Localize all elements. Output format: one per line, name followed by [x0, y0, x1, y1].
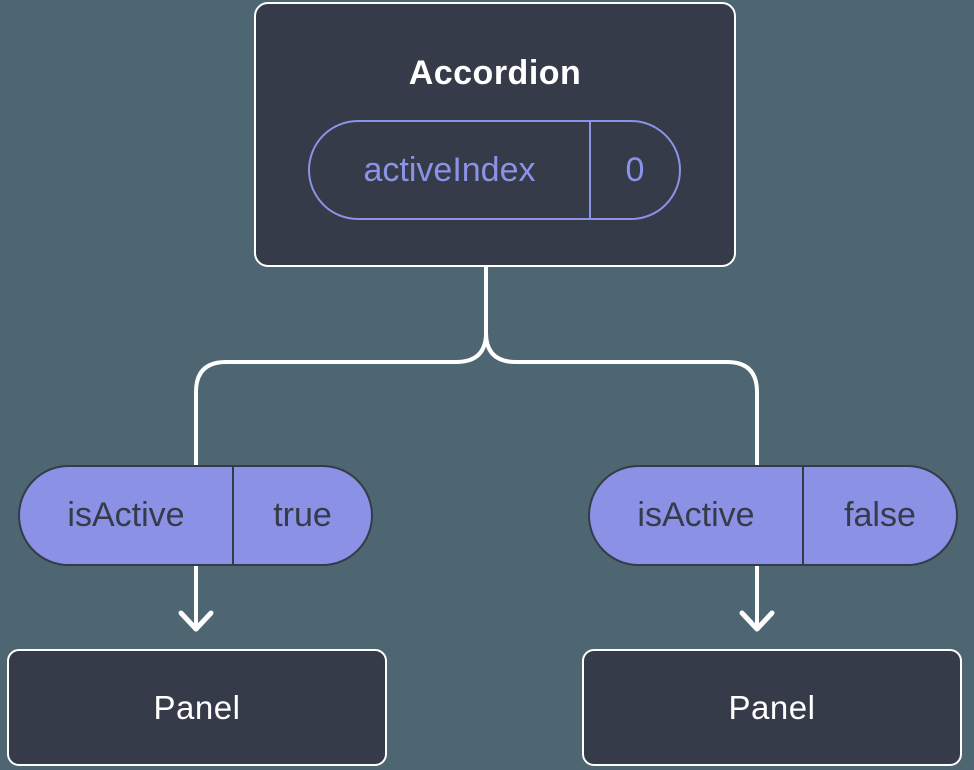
arrowhead-right-icon	[739, 610, 775, 632]
prop-value: true	[273, 496, 332, 534]
prop-key: isActive	[637, 496, 755, 534]
prop-pill-right: isActive false	[588, 465, 958, 566]
component-label: Panel	[153, 688, 241, 726]
component-label: Accordion	[408, 54, 582, 92]
component-label: Panel	[728, 688, 816, 726]
branch-line-left	[194, 258, 488, 472]
prop-key: isActive	[67, 496, 185, 534]
state-key: activeIndex	[363, 150, 536, 189]
panel-component-node-right: Panel	[582, 649, 962, 766]
accordion-component-node: Accordion activeIndex 0	[254, 2, 736, 267]
state-value: 0	[625, 150, 645, 189]
pill-divider	[802, 467, 804, 564]
branch-line-right	[484, 258, 759, 472]
panel-component-node-left: Panel	[7, 649, 387, 766]
prop-pill-left: isActive true	[18, 465, 373, 566]
prop-value: false	[844, 496, 916, 534]
pill-divider	[589, 122, 591, 218]
pill-divider	[232, 467, 234, 564]
arrowhead-left-icon	[178, 610, 214, 632]
state-pill: activeIndex 0	[308, 120, 681, 220]
